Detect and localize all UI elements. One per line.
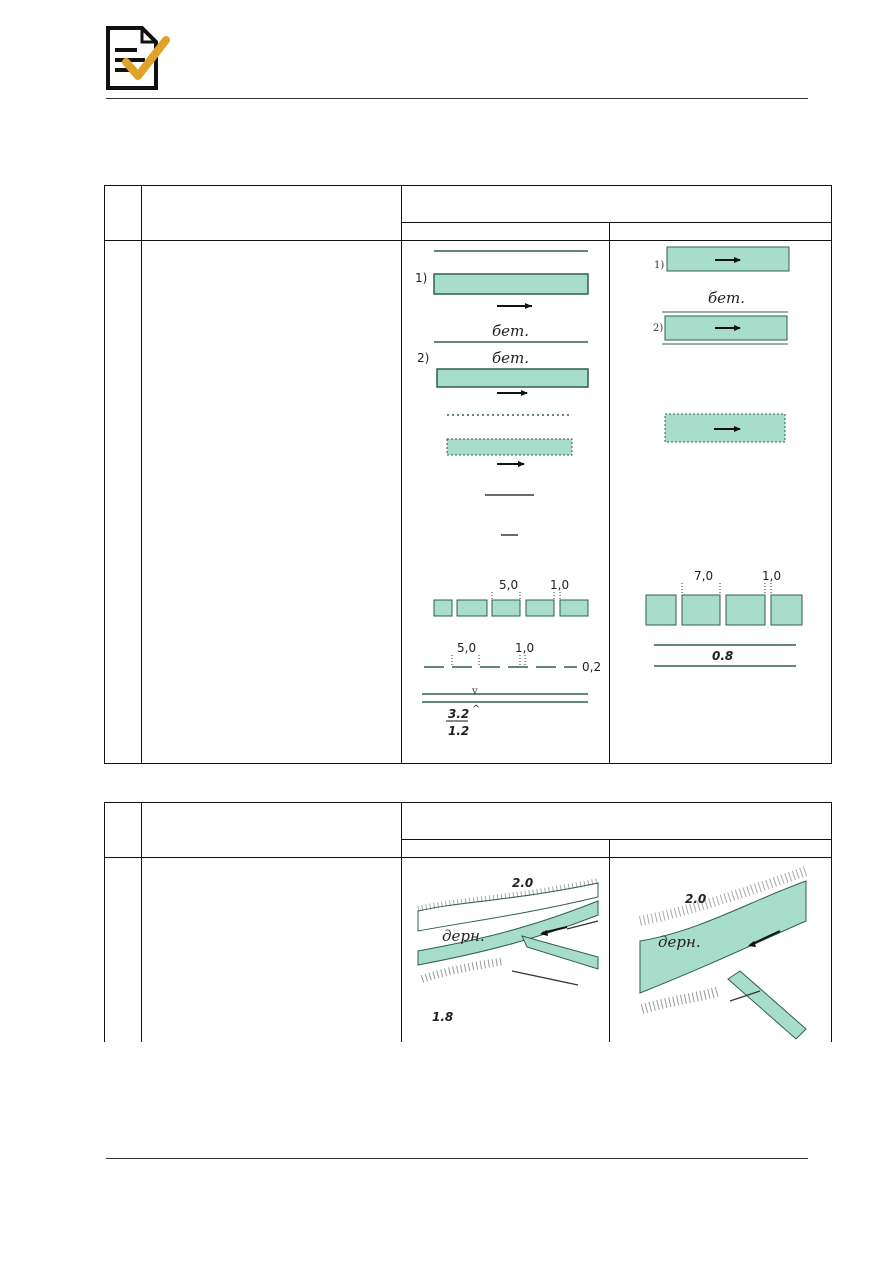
svg-text:v: v bbox=[471, 686, 478, 697]
river-width-bottom: 1.8 bbox=[432, 1010, 453, 1024]
beton-label-b: бет. bbox=[708, 289, 745, 307]
scale-2-symbols: 1) бет. 2) 7,0 1,0 0.8 bbox=[645, 246, 803, 667]
symbols-table-2: 2.0 дерн. 1.8 2.0 дерн. bbox=[104, 802, 832, 1042]
dim-1-0-c: 1,0 bbox=[762, 569, 781, 583]
width-0-8: 0.8 bbox=[712, 649, 733, 663]
dim-7-0: 7,0 bbox=[694, 569, 713, 583]
river-scale-1: 2.0 дерн. 1.8 bbox=[417, 876, 599, 1024]
dim-0-2: 0,2 bbox=[582, 660, 601, 674]
dim-5-0-b: 5,0 bbox=[457, 641, 476, 655]
variant-1-label: 1) bbox=[415, 271, 427, 285]
dim-1-0-a: 1,0 bbox=[550, 578, 569, 592]
variant-1-label-b: 1) bbox=[654, 260, 664, 271]
fraction-bottom: 1.2 bbox=[448, 724, 469, 738]
header-rule bbox=[106, 98, 808, 99]
beton-label-2: бет. bbox=[492, 349, 529, 367]
sod-label-1: дерн. bbox=[442, 927, 485, 945]
sod-label-2: дерн. bbox=[658, 933, 701, 951]
variant-2-label: 2) bbox=[417, 351, 429, 365]
dim-5-0-a: 5,0 bbox=[499, 578, 518, 592]
svg-text:^: ^ bbox=[472, 704, 480, 715]
scale-1-symbols: 1) бет. 2) бет. 5,0 1,0 5,0 1,0 0 bbox=[415, 250, 601, 738]
river-width-top-2: 2.0 bbox=[685, 892, 706, 906]
symbols-table-1: 1) бет. 2) бет. 5,0 1,0 5,0 1,0 0 bbox=[104, 185, 832, 764]
river-scale-2: 2.0 дерн. bbox=[639, 866, 808, 1040]
beton-label-1: бет. bbox=[492, 322, 529, 340]
document-check-icon bbox=[106, 26, 170, 90]
footer-rule bbox=[106, 1158, 808, 1159]
variant-2-label-b: 2) bbox=[653, 323, 663, 334]
river-width-top: 2.0 bbox=[512, 876, 533, 890]
dim-1-0-b: 1,0 bbox=[515, 641, 534, 655]
fraction-top: 3.2 bbox=[448, 707, 469, 721]
